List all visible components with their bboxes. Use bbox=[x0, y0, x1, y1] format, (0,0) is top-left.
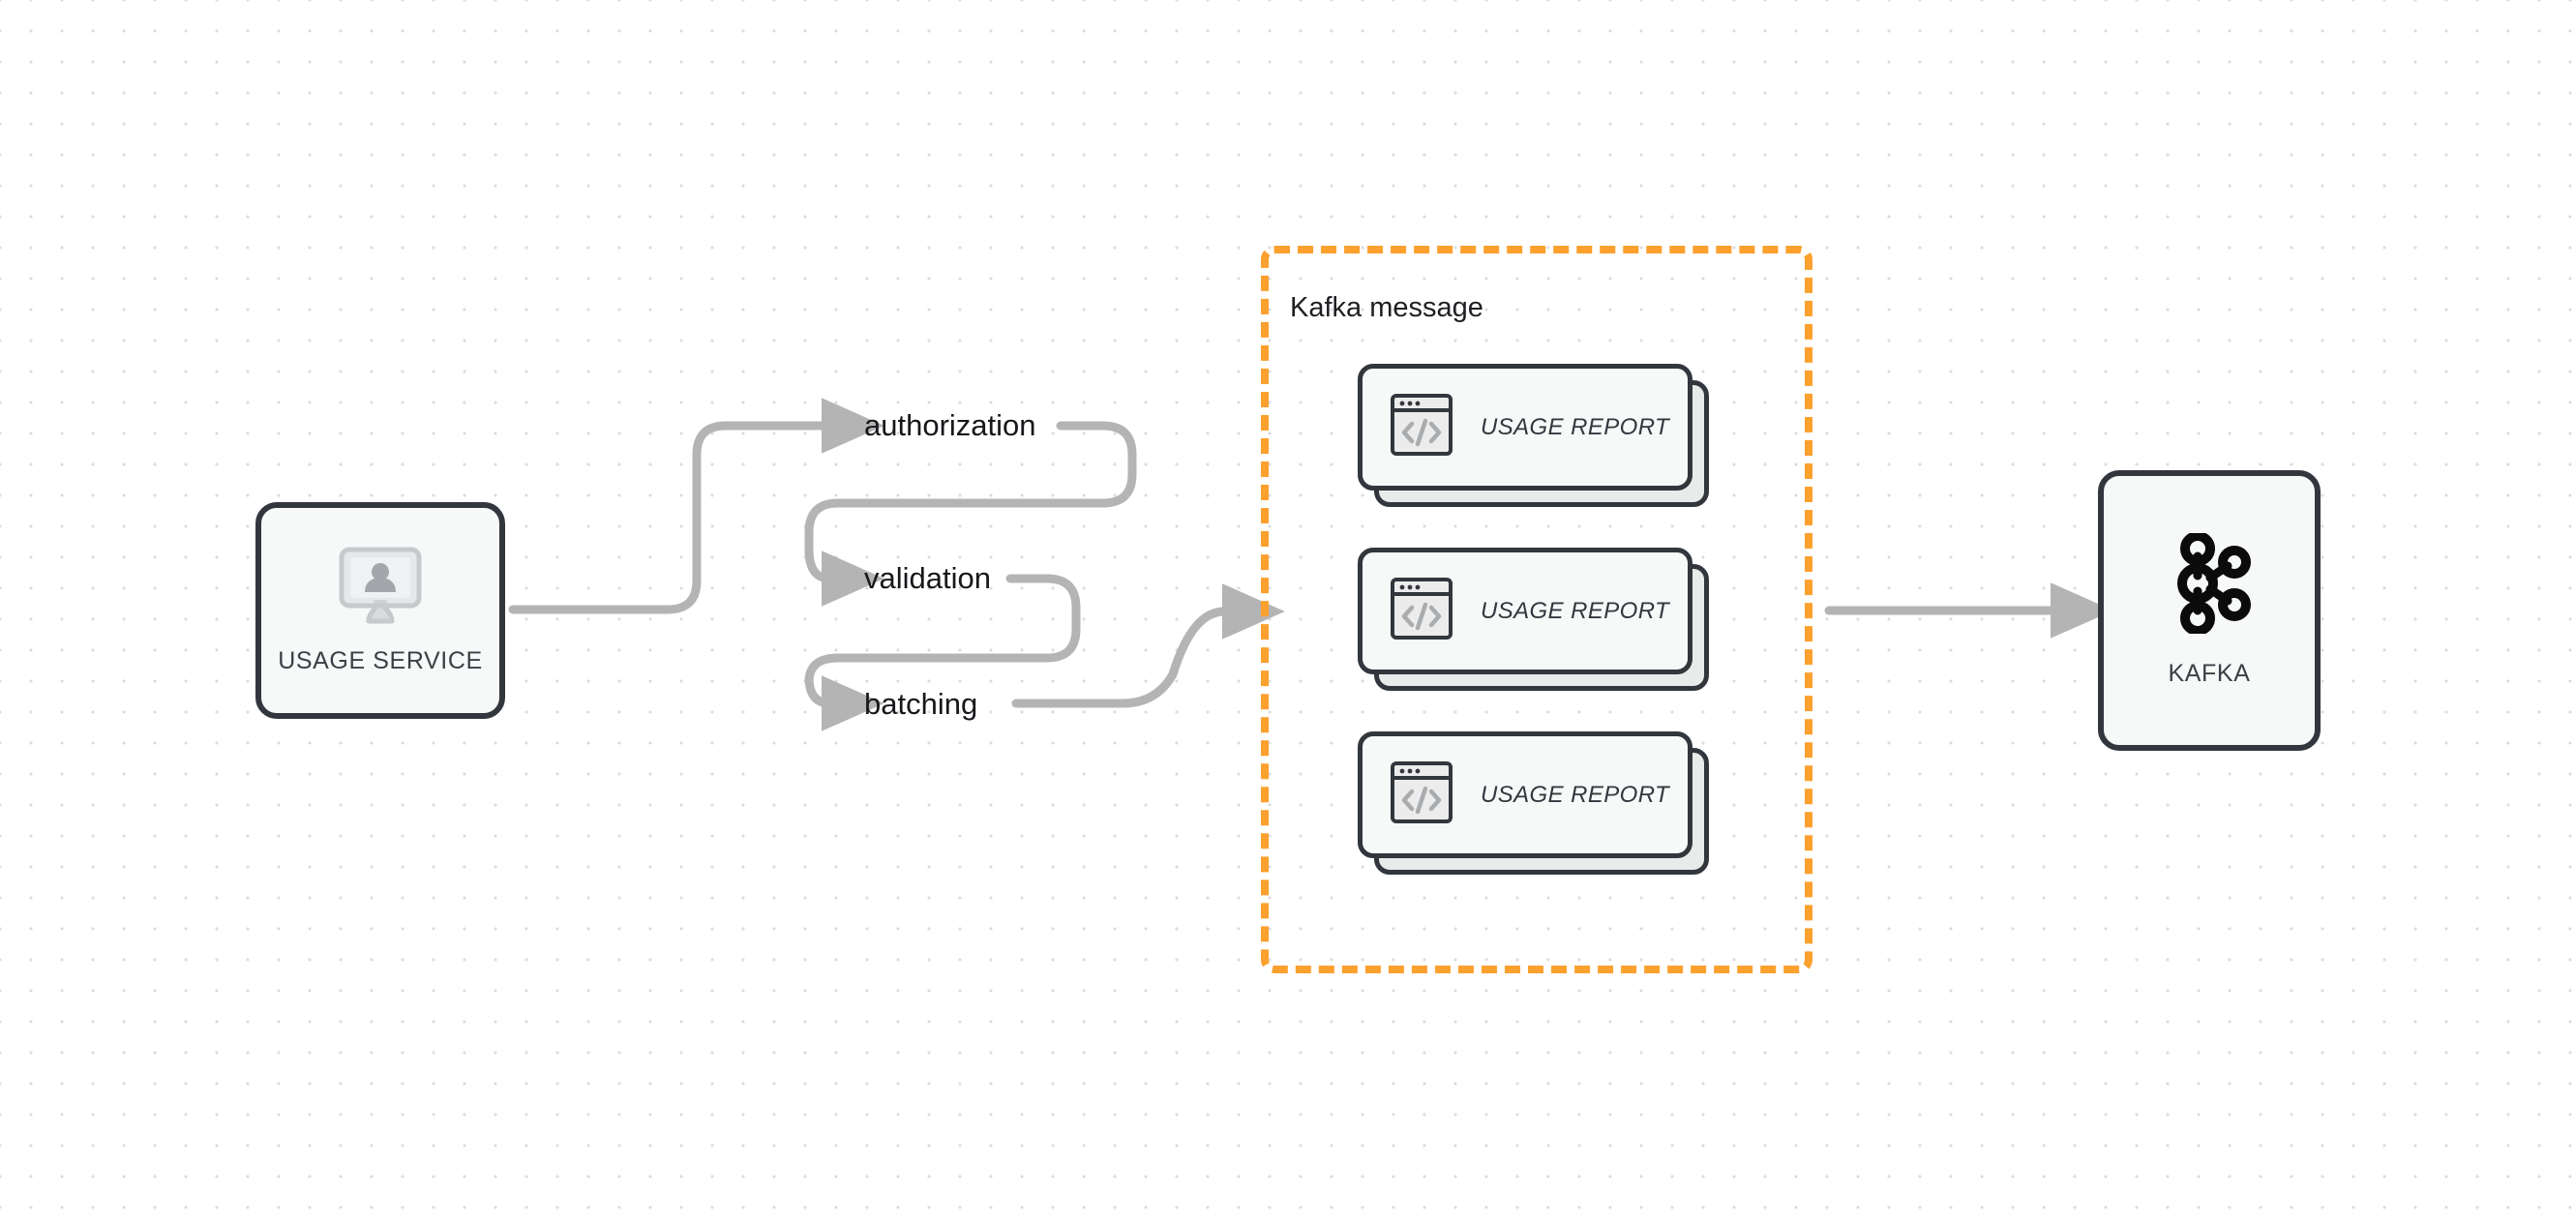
usage-report-card-label: USAGE REPORT bbox=[1481, 597, 1670, 624]
step-label-validation: validation bbox=[864, 561, 991, 595]
usage-report-card[interactable]: USAGE REPORT bbox=[1358, 548, 1709, 691]
usage-report-card[interactable]: USAGE REPORT bbox=[1358, 364, 1709, 507]
card-front-layer: USAGE REPORT bbox=[1358, 548, 1692, 674]
connector-usage-service-to-authorization bbox=[508, 398, 884, 614]
node-usage-service[interactable]: USAGE SERVICE bbox=[255, 502, 505, 719]
monitor-user-icon bbox=[336, 546, 425, 630]
kafka-logo-icon bbox=[2168, 531, 2251, 639]
code-window-icon bbox=[1390, 393, 1453, 462]
card-front-layer: USAGE REPORT bbox=[1358, 364, 1692, 491]
code-window-icon bbox=[1390, 760, 1453, 829]
usage-report-card-label: USAGE REPORT bbox=[1481, 781, 1670, 808]
connector-validation-to-batching bbox=[804, 574, 1081, 731]
node-kafka[interactable]: KAFKA bbox=[2098, 470, 2321, 751]
usage-report-card[interactable]: USAGE REPORT bbox=[1358, 731, 1709, 875]
card-front-layer: USAGE REPORT bbox=[1358, 731, 1692, 858]
kafka-message-title: Kafka message bbox=[1290, 292, 1483, 323]
node-usage-service-label: USAGE SERVICE bbox=[278, 647, 483, 674]
kafka-message-group[interactable] bbox=[1261, 246, 1812, 973]
usage-report-card-label: USAGE REPORT bbox=[1481, 413, 1670, 440]
connector-batching-to-kafka-message bbox=[1011, 583, 1285, 708]
connector-authorization-to-validation bbox=[804, 421, 1137, 607]
step-label-batching: batching bbox=[864, 687, 978, 721]
code-window-icon bbox=[1390, 577, 1453, 645]
node-kafka-label: KAFKA bbox=[2168, 660, 2251, 687]
step-label-authorization: authorization bbox=[864, 408, 1036, 442]
